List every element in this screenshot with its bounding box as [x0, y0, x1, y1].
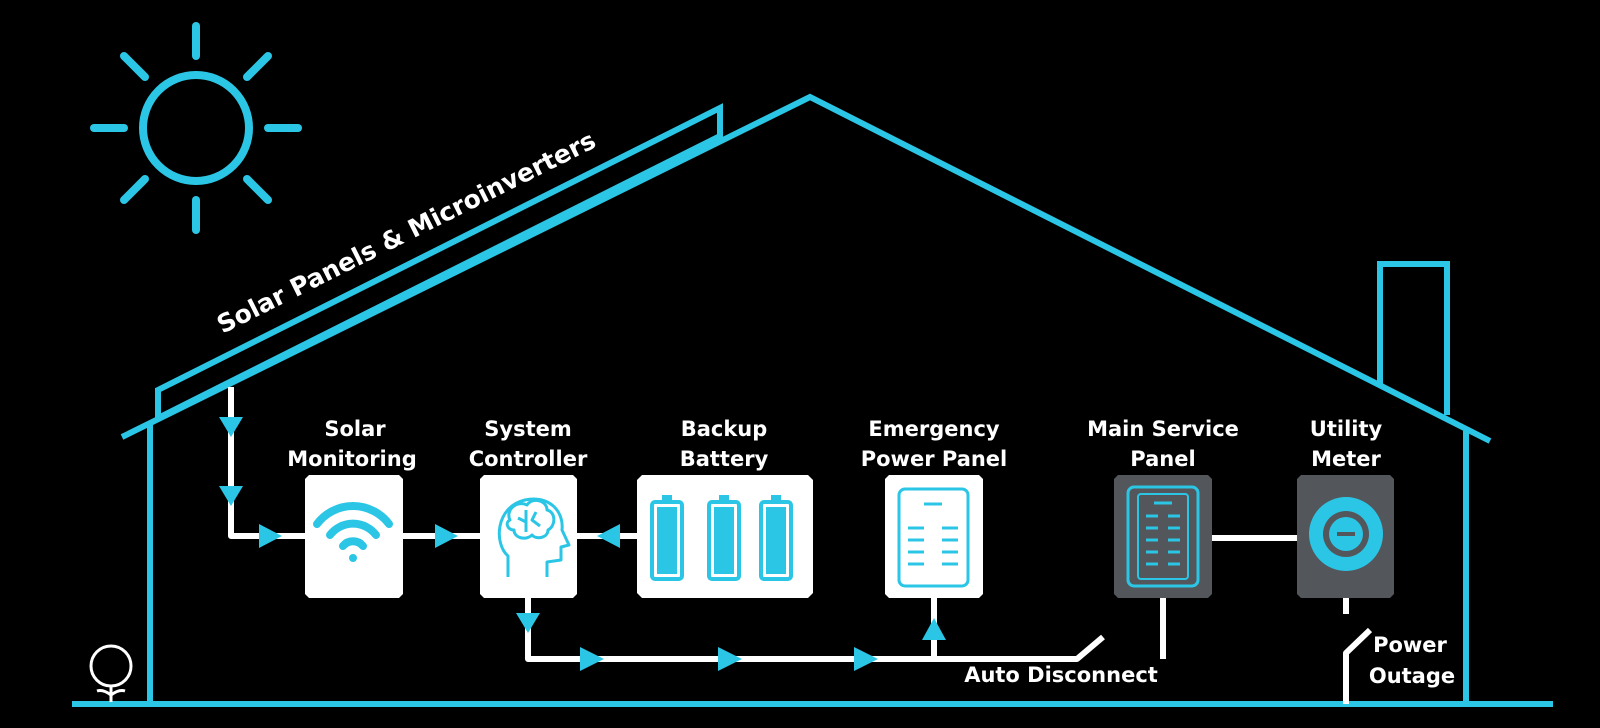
main-service-panel-label-2: Panel — [1130, 447, 1195, 471]
meter-icon — [1309, 497, 1383, 571]
brain-head-icon — [497, 497, 571, 577]
arrow-right-1 — [259, 524, 282, 548]
tree-icon — [89, 644, 133, 702]
flow-arrows — [219, 417, 946, 671]
breaker-panel-icon — [897, 487, 970, 588]
arrow-right-5 — [854, 647, 878, 671]
arrow-up-1 — [922, 618, 946, 640]
solar-monitoring-label: Solar — [324, 417, 386, 441]
arrow-right-2 — [435, 524, 458, 548]
arrow-down-1 — [219, 417, 243, 437]
power-outage-label: Power — [1373, 633, 1447, 657]
sun-icon — [90, 22, 302, 234]
utility-meter-box[interactable] — [1297, 475, 1394, 598]
system-controller-box[interactable] — [480, 475, 577, 598]
backup-battery-label-2: Battery — [680, 447, 769, 471]
power-outage-label-2: Outage — [1369, 664, 1455, 688]
arrow-down-3 — [516, 613, 540, 633]
emergency-power-panel-label: Emergency — [868, 417, 999, 441]
backup-battery-label: Backup — [681, 417, 768, 441]
main-service-panel-label: Main Service — [1087, 417, 1239, 441]
arrow-down-2 — [219, 486, 243, 506]
arrow-right-3 — [580, 647, 604, 671]
emergency-power-panel-label-2: Power Panel — [861, 447, 1008, 471]
solar-panel-strip — [155, 103, 723, 423]
wifi-icon — [313, 502, 393, 562]
solar-monitoring-label-2: Monitoring — [287, 447, 416, 471]
main-service-panel-box[interactable] — [1114, 475, 1212, 598]
utility-meter-label: Utility — [1310, 417, 1383, 441]
backup-battery-box[interactable] — [637, 475, 813, 598]
emergency-power-panel-box[interactable] — [885, 475, 983, 598]
solar-monitoring-box[interactable] — [305, 475, 403, 598]
battery-icon — [650, 495, 793, 581]
auto-disconnect-label: Auto Disconnect — [964, 663, 1158, 687]
arrow-left-1 — [597, 524, 620, 548]
breaker-panel-icon — [1126, 485, 1200, 588]
system-controller-label: System — [484, 417, 571, 441]
utility-meter-label-2: Meter — [1311, 447, 1381, 471]
arrow-right-4 — [718, 647, 742, 671]
system-controller-label-2: Controller — [469, 447, 588, 471]
house-outline — [72, 93, 1553, 707]
chimney — [1377, 261, 1450, 415]
